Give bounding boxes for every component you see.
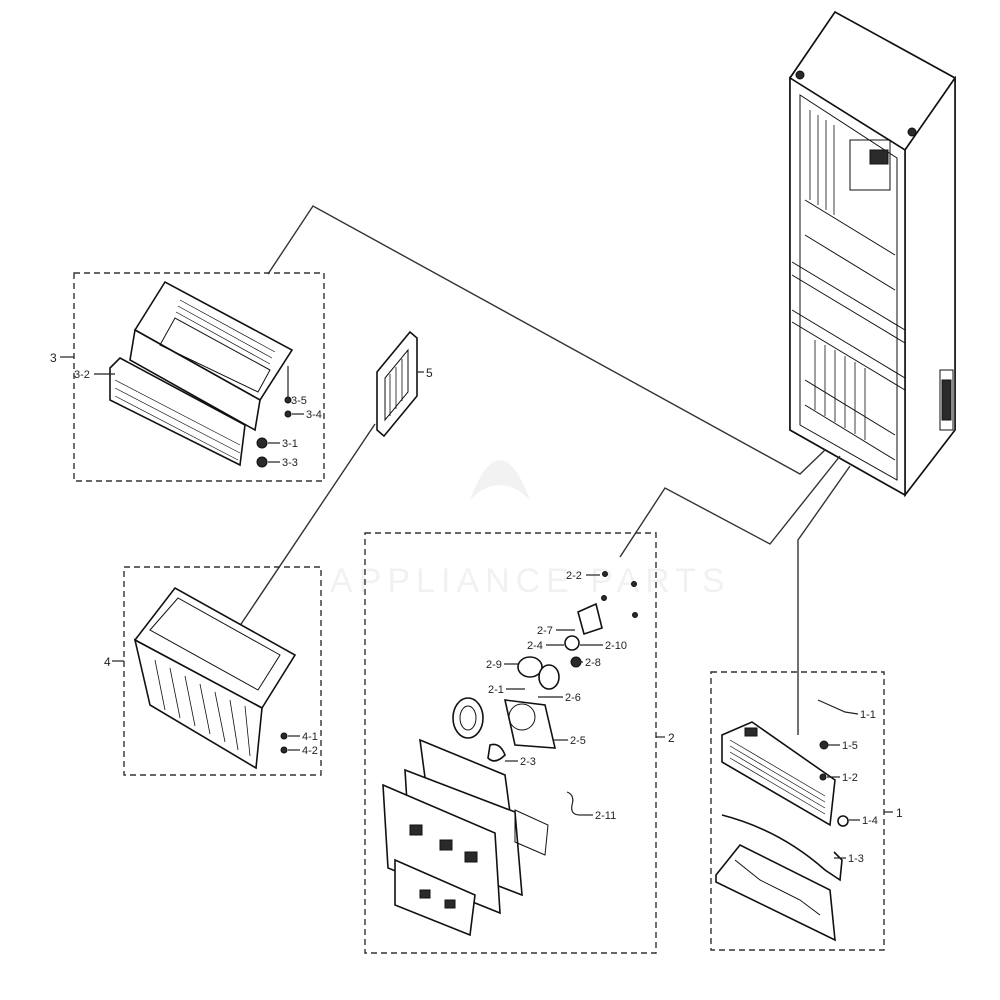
group-4-basket-assembly[interactable] — [123, 566, 322, 776]
connector-lines — [224, 205, 851, 735]
group-label-5: 5 — [426, 366, 433, 380]
part-label-2-3: 2-3 — [520, 756, 536, 768]
part-label-2-2: 2-2 — [566, 570, 582, 582]
part-label-2-10: 2-10 — [605, 640, 627, 652]
refrigerator-cabinet[interactable] — [788, 10, 957, 498]
group-2-fan-cover-assembly[interactable] — [364, 532, 657, 954]
leaders-group-2 — [504, 574, 665, 816]
group-3-drawer-assembly[interactable] — [73, 272, 325, 482]
part-label-3-2: 3-2 — [74, 369, 90, 381]
watermark: APPLIANCE PARTS — [330, 460, 731, 600]
part-label-3-3: 3-3 — [282, 457, 298, 469]
part-label-1-5: 1-5 — [842, 740, 858, 752]
group-label-4: 4 — [104, 655, 111, 669]
group-label-1: 1 — [896, 806, 903, 820]
watermark-text: APPLIANCE PARTS — [330, 562, 731, 600]
part-label-2-4: 2-4 — [527, 640, 543, 652]
leaders-group-4 — [112, 660, 300, 751]
leaders-group-1 — [827, 744, 893, 859]
part-label-2-11: 2-11 — [595, 810, 616, 822]
group-label-3: 3 — [50, 351, 57, 365]
part-label-4-2: 4-2 — [302, 745, 318, 757]
part-label-1-1: 1-1 — [860, 709, 876, 721]
part-label-3-5: 3-5 — [291, 395, 307, 407]
part-label-1-4: 1-4 — [862, 815, 878, 827]
group-1-evaporator-assembly[interactable] — [710, 671, 885, 951]
part-label-1-2: 1-2 — [842, 772, 858, 784]
leaders-group-3 — [60, 356, 304, 463]
part-label-2-7: 2-7 — [537, 625, 553, 637]
part-label-2-1: 2-1 — [488, 684, 504, 696]
part-label-2-5: 2-5 — [570, 735, 586, 747]
part-label-2-6: 2-6 — [565, 692, 581, 704]
part-label-1-3: 1-3 — [848, 853, 864, 865]
part-label-2-8: 2-8 — [585, 657, 601, 669]
part-label-3-4: 3-4 — [306, 409, 322, 421]
group-label-2: 2 — [668, 731, 675, 745]
part-label-4-1: 4-1 — [302, 731, 318, 743]
part-label-3-1: 3-1 — [282, 438, 298, 450]
part-5-guard[interactable] — [376, 330, 418, 438]
part-label-2-9: 2-9 — [486, 659, 502, 671]
